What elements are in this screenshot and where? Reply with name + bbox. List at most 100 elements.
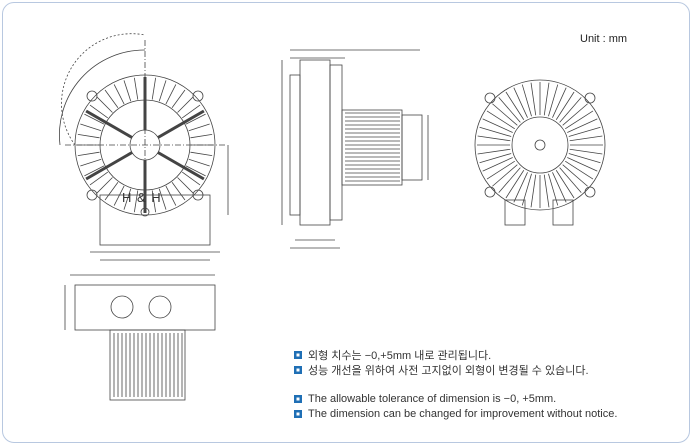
fin <box>498 97 521 123</box>
fin <box>158 188 167 210</box>
fin <box>492 164 518 187</box>
bullet-icon <box>294 365 302 374</box>
fin <box>177 177 194 194</box>
bottom-port <box>110 295 134 319</box>
fin <box>521 173 532 206</box>
fin <box>569 148 603 155</box>
fin <box>123 80 132 102</box>
rear-shaft <box>534 139 546 151</box>
fin <box>562 164 588 187</box>
mount-hole <box>86 189 98 201</box>
fin <box>513 87 528 118</box>
side-flange <box>299 59 331 226</box>
fin <box>482 118 513 133</box>
front-base <box>99 194 211 246</box>
fin <box>151 77 157 100</box>
fin <box>552 87 567 118</box>
side-motor-end <box>401 114 423 181</box>
fin <box>479 126 512 137</box>
fin <box>552 172 567 203</box>
note-item: 외형 치수는 −0,+5mm 내로 관리됩니다. <box>294 347 617 362</box>
fin <box>84 165 105 177</box>
fin <box>104 181 119 201</box>
bottom-motor <box>109 329 186 401</box>
side-view <box>281 49 429 249</box>
spoke <box>157 109 205 139</box>
fin <box>498 167 521 193</box>
fin <box>181 104 201 119</box>
fin <box>477 148 511 155</box>
note-item: 성능 개선을 위하여 사전 고지없이 외형이 변경될 수 있습니다. <box>294 362 617 377</box>
fin <box>177 96 194 113</box>
mount-hole <box>584 92 596 104</box>
fin <box>562 103 588 126</box>
mount-hole <box>86 90 98 102</box>
fin <box>77 151 100 157</box>
bullet-icon <box>294 409 302 418</box>
fin <box>567 157 598 172</box>
fin <box>188 158 210 167</box>
fin <box>559 167 582 193</box>
fin <box>190 133 213 139</box>
bottom-view <box>64 274 216 401</box>
fin <box>96 96 113 113</box>
spoke <box>157 151 205 181</box>
fin <box>133 190 139 213</box>
bottom-body <box>74 284 216 331</box>
fin <box>185 165 206 177</box>
fin <box>505 170 525 199</box>
mount-hole <box>484 92 496 104</box>
fin <box>513 172 528 203</box>
rear-port <box>552 199 574 226</box>
fin <box>543 82 550 116</box>
mount-hole <box>484 186 496 198</box>
fin <box>565 110 594 130</box>
fin <box>530 174 537 208</box>
fin <box>89 104 109 119</box>
fin <box>188 123 210 132</box>
fin <box>567 118 598 133</box>
front-dim-arc <box>61 33 146 146</box>
fin <box>548 84 559 117</box>
fin <box>492 103 518 126</box>
bullet-icon <box>294 394 302 403</box>
fin <box>123 188 132 210</box>
note-item: The dimension can be changed for improve… <box>294 406 617 421</box>
fin <box>84 113 105 125</box>
fin <box>171 181 186 201</box>
bottom-port <box>148 295 172 319</box>
fin <box>569 135 603 142</box>
bullet-icon <box>294 350 302 359</box>
fin <box>482 157 513 172</box>
fin <box>505 91 525 120</box>
front-dim-arc-outer <box>59 49 146 146</box>
fin <box>548 173 559 206</box>
rear-view <box>474 79 606 226</box>
page-frame <box>2 2 690 443</box>
fin <box>133 77 139 100</box>
mount-hole <box>192 189 204 201</box>
spoke <box>85 109 133 139</box>
fin <box>181 171 201 186</box>
fin <box>479 153 512 164</box>
fin <box>555 91 575 120</box>
fin <box>543 174 550 208</box>
notes-list: 외형 치수는 −0,+5mm 내로 관리됩니다. 성능 개선을 위하여 사전 고… <box>294 347 617 421</box>
fin <box>89 171 109 186</box>
fin <box>190 151 213 157</box>
fin <box>165 185 177 206</box>
fin <box>568 126 601 137</box>
fin <box>521 84 532 117</box>
fin <box>185 113 206 125</box>
fin <box>96 177 113 194</box>
side-cover <box>329 64 343 221</box>
mount-hole <box>584 186 596 198</box>
unit-label: Unit : mm <box>580 33 628 45</box>
fin <box>80 123 102 132</box>
fin <box>158 80 167 102</box>
fin <box>77 133 100 139</box>
fin <box>165 84 177 105</box>
mount-hole <box>192 90 204 102</box>
fin <box>104 89 119 109</box>
